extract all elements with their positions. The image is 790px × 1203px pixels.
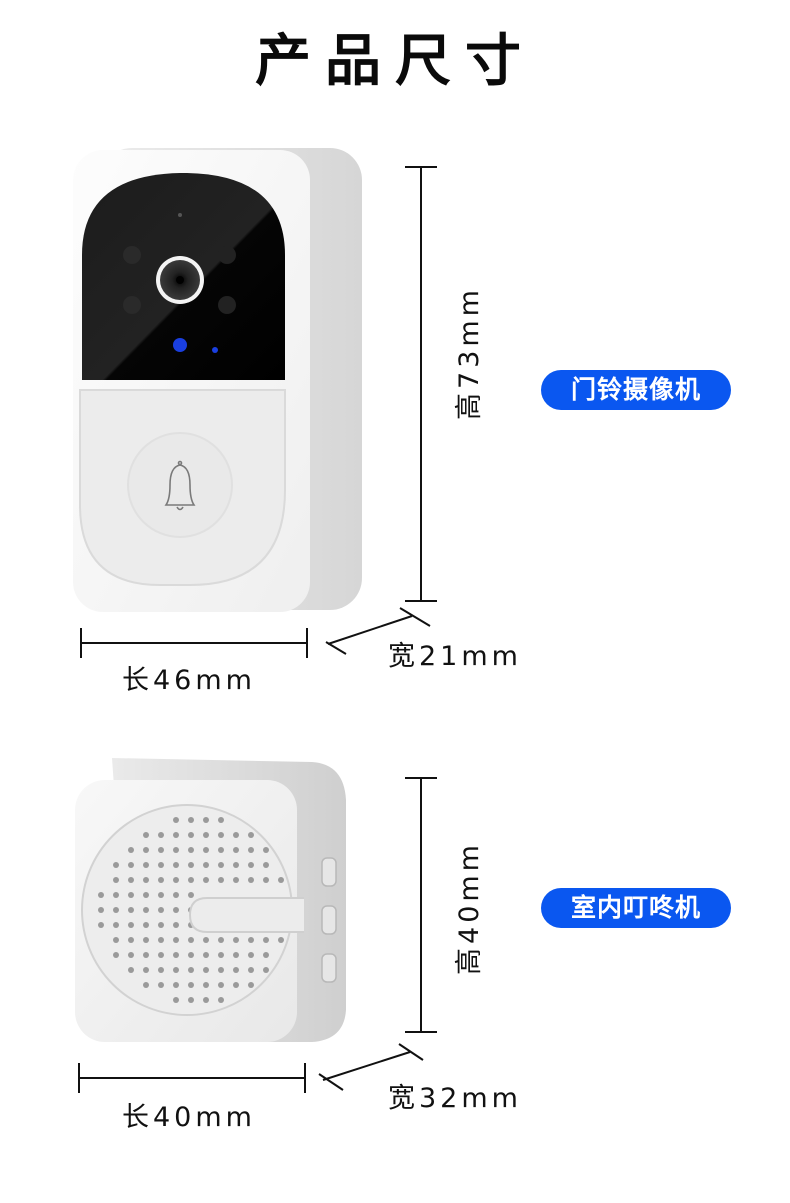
product-name-badge: 门铃摄像机 [541,370,731,410]
width-dimension-line [325,607,431,655]
height-label: 高40mm [454,841,485,975]
length-dimension-line [80,642,308,644]
side-buttons [321,857,337,983]
indoor-chime-section: 高40mm 长40mm 宽32mm 室内叮咚机 [0,740,790,1180]
product-name-badge: 室内叮咚机 [541,888,731,928]
height-dimension-bottom-tick [405,1031,437,1033]
doorbell-camera-section: 高73mm 长46mm 宽21mm 门铃摄像机 [0,130,790,696]
width-dimension-line [318,1043,424,1091]
length-label: 长40mm [122,1102,256,1133]
height-dimension-line [420,777,422,1031]
height-dimension-bottom-tick [405,600,437,602]
height-label: 高73mm [454,286,485,420]
width-label: 宽21mm [388,641,522,672]
height-dimension-line [420,166,422,600]
bell-icon [164,460,196,511]
length-dimension-line [78,1077,306,1079]
width-label: 宽32mm [388,1083,522,1114]
doorbell-camera-icon [73,148,362,612]
indoor-chime-icon [75,758,346,1042]
length-dimension-right-tick [306,628,308,658]
page-title: 产品尺寸 [255,29,535,94]
length-dimension-right-tick [304,1063,306,1093]
length-label: 长46mm [122,665,256,696]
